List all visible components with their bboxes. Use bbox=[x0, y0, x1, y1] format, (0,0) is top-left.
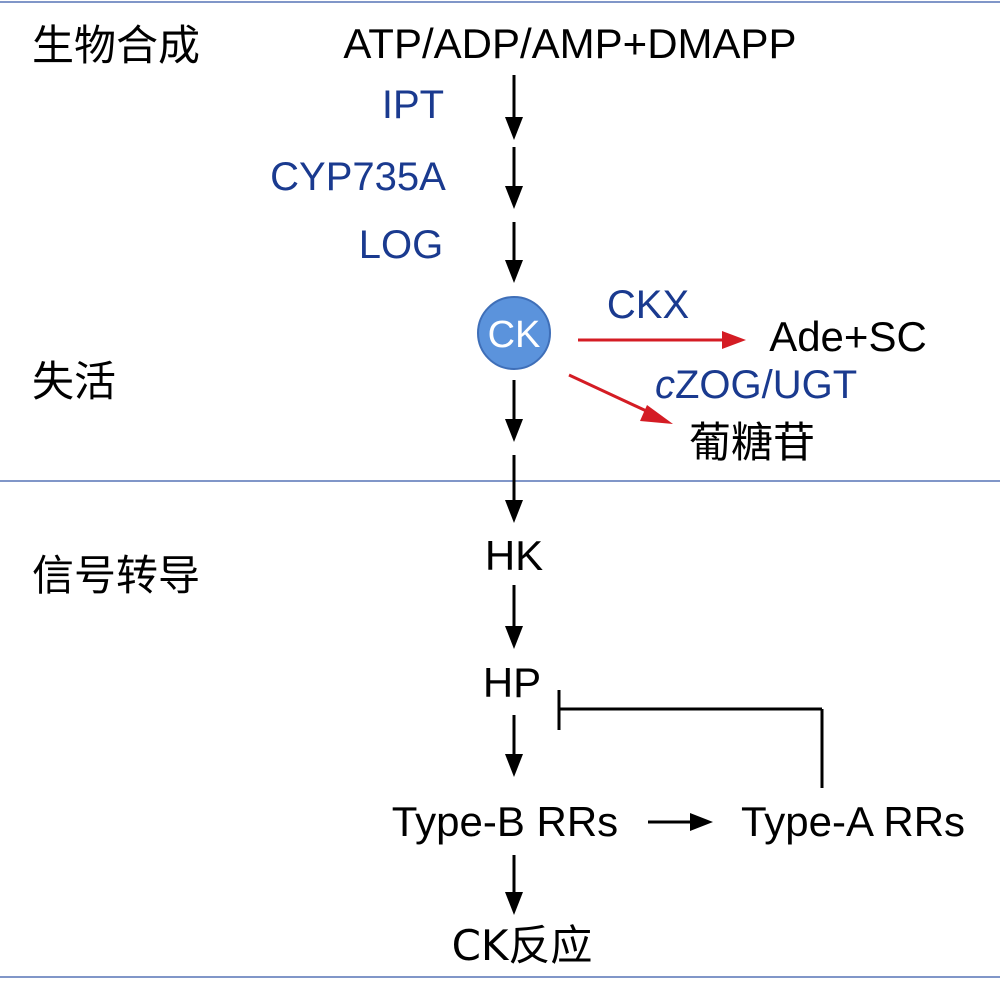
inhibition-type-a-to-hp bbox=[557, 690, 824, 788]
arrow-hk-to-hp bbox=[505, 585, 523, 649]
node-hk: HK bbox=[485, 532, 543, 579]
section-label-biosynthesis: 生物合成 bbox=[32, 21, 200, 70]
arrow-type-b-to-response bbox=[505, 855, 523, 915]
arrow-ck-to-glucoside bbox=[568, 373, 673, 424]
arrow-ck-down-1 bbox=[505, 380, 523, 442]
arrow-ck-to-hk bbox=[505, 455, 523, 523]
substrate-label: ATP/ADP/AMP+DMAPP bbox=[343, 20, 796, 67]
section-label-signaling: 信号转导 bbox=[32, 551, 200, 600]
node-type-b-rrs: Type-B RRs bbox=[392, 798, 618, 845]
ck-node: CK bbox=[477, 296, 551, 370]
arrow-type-b-to-type-a bbox=[648, 813, 713, 831]
arrow-cyp735a-to-log bbox=[505, 222, 523, 283]
node-ck-response: CK反应 bbox=[452, 921, 593, 970]
enzyme-ipt: IPT bbox=[382, 83, 444, 127]
arrow-hp-to-type-b bbox=[505, 715, 523, 777]
product-glucoside: 葡糖苷 bbox=[689, 418, 815, 467]
arrow-ipt-to-cyp735a bbox=[505, 147, 523, 209]
node-hp: HP bbox=[483, 659, 541, 706]
section-label-inactivation: 失活 bbox=[32, 357, 116, 406]
zog-rest: ZOG/UGT bbox=[675, 363, 857, 407]
ck-label: CK bbox=[488, 314, 541, 356]
product-ade-sc: Ade+SC bbox=[769, 313, 927, 360]
enzyme-cyp735a: CYP735A bbox=[270, 155, 446, 199]
enzyme-log: LOG bbox=[359, 223, 443, 267]
enzyme-ckx: CKX bbox=[607, 283, 689, 327]
node-type-a-rrs: Type-A RRs bbox=[741, 798, 965, 845]
arrow-ck-to-ade-sc bbox=[578, 331, 746, 349]
arrow-substrate-to-ipt bbox=[505, 75, 523, 140]
zog-prefix: c bbox=[655, 363, 675, 407]
enzyme-zog-ugt: cZOG/UGT bbox=[655, 363, 857, 407]
